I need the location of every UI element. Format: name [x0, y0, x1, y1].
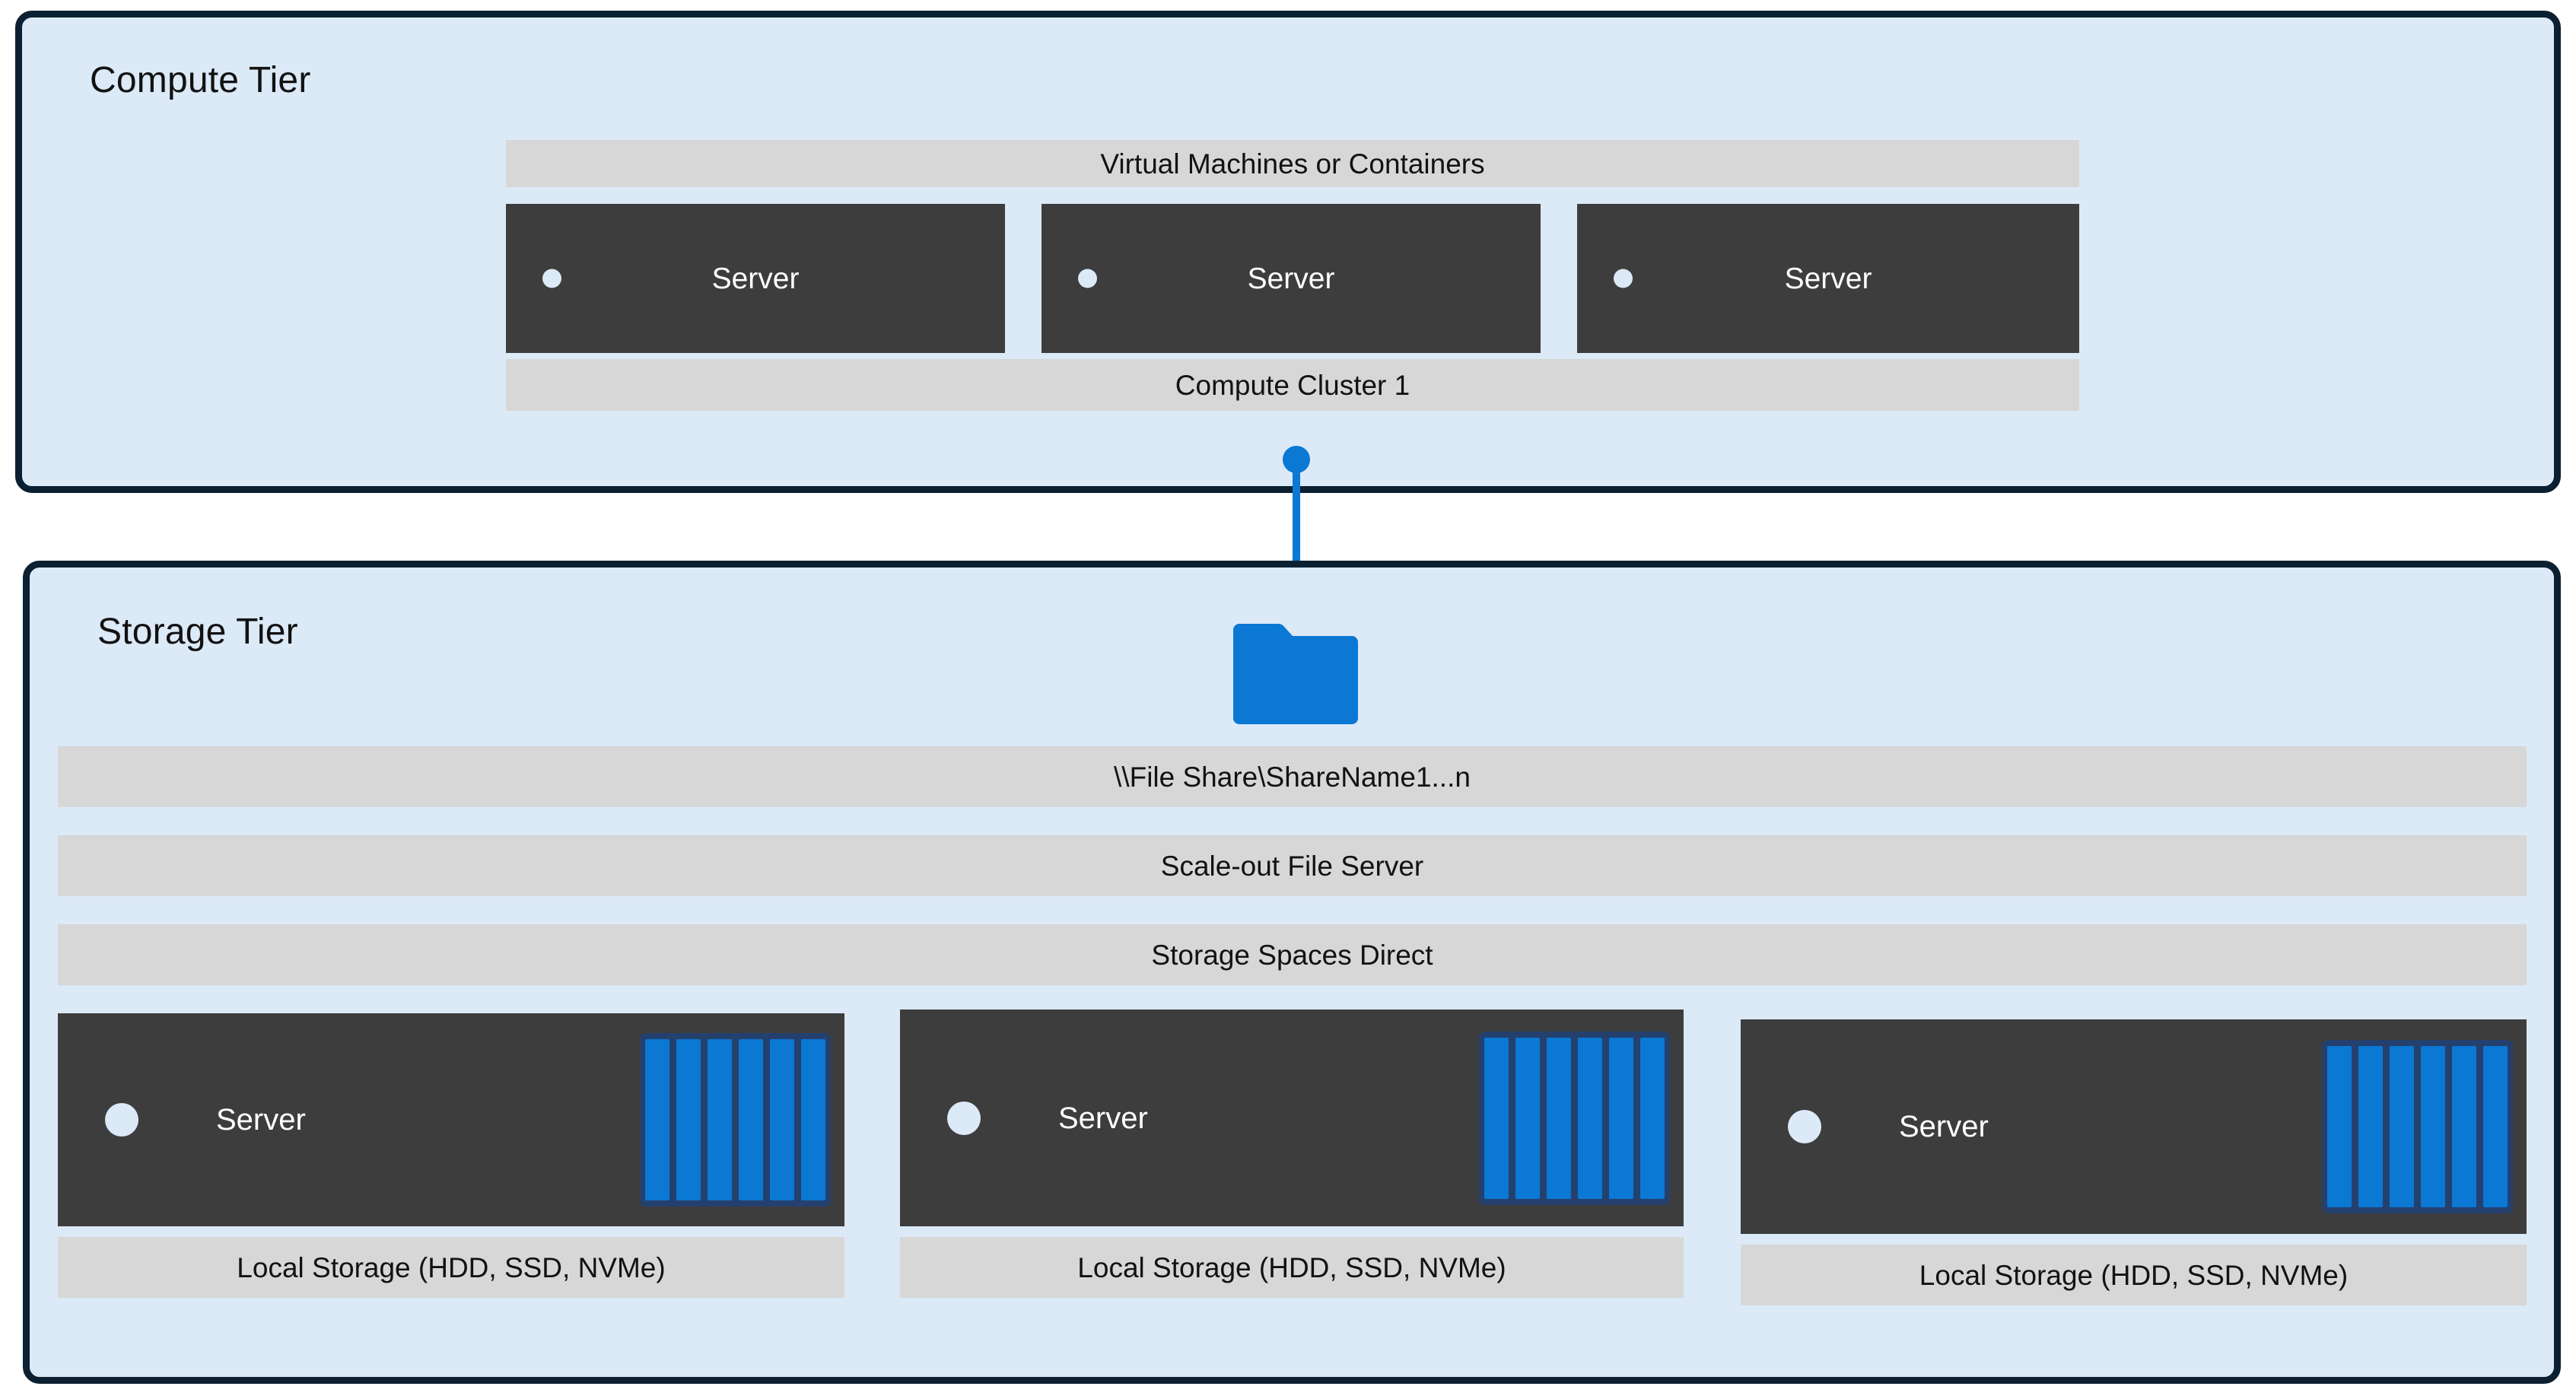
- disk-icon: [770, 1039, 794, 1200]
- file-share-band-label: \\File Share\ShareName1...n: [1114, 761, 1471, 793]
- storage-spaces-direct-band: Storage Spaces Direct: [58, 924, 2527, 985]
- scale-out-file-server-band: Scale-out File Server: [58, 835, 2527, 896]
- local-storage-band-3: Local Storage (HDD, SSD, NVMe): [1741, 1245, 2527, 1305]
- compute-server-2-label: Server: [1247, 262, 1335, 295]
- compute-server-2[interactable]: Server: [1042, 204, 1541, 353]
- storage-tier-title: Storage Tier: [97, 612, 298, 652]
- local-storage-band-2-label: Local Storage (HDD, SSD, NVMe): [1077, 1251, 1506, 1283]
- storage-server-3-label: Server: [1899, 1110, 1989, 1143]
- server-status-dot-icon: [947, 1101, 981, 1135]
- compute-server-3[interactable]: Server: [1577, 204, 2079, 353]
- disk-icon: [2390, 1046, 2414, 1207]
- disk-icon: [2358, 1046, 2383, 1207]
- disk-icon: [645, 1039, 669, 1200]
- disk-icon: [1578, 1037, 1602, 1199]
- file-share-band: \\File Share\ShareName1...n: [58, 746, 2527, 807]
- disk-array-2: [1479, 1031, 1670, 1205]
- compute-server-3-label: Server: [1784, 262, 1872, 295]
- disk-array-1: [640, 1033, 831, 1207]
- storage-server-3[interactable]: Server: [1741, 1019, 2527, 1234]
- storage-server-2-label: Server: [1058, 1101, 1148, 1135]
- disk-icon: [2483, 1046, 2508, 1207]
- disk-icon: [739, 1039, 763, 1200]
- disk-icon: [1547, 1037, 1571, 1199]
- storage-node-3: Server Local Storage (HDD, SSD, NVMe): [1741, 1019, 2527, 1305]
- disk-icon: [1640, 1037, 1665, 1199]
- local-storage-band-1-label: Local Storage (HDD, SSD, NVMe): [237, 1251, 666, 1283]
- local-storage-band-3-label: Local Storage (HDD, SSD, NVMe): [1919, 1259, 2349, 1291]
- disk-icon: [2421, 1046, 2445, 1207]
- storage-node-2: Server Local Storage (HDD, SSD, NVMe): [900, 1010, 1684, 1298]
- server-status-dot-icon: [1788, 1110, 1821, 1143]
- virtual-machines-band: Virtual Machines or Containers: [506, 140, 2079, 187]
- compute-server-1-label: Server: [711, 262, 800, 295]
- storage-server-1-label: Server: [216, 1103, 306, 1137]
- disk-icon: [2327, 1046, 2352, 1207]
- compute-tier-title: Compute Tier: [90, 60, 311, 100]
- server-status-dot-icon: [105, 1103, 138, 1137]
- server-status-dot-icon: [542, 269, 561, 288]
- local-storage-band-1: Local Storage (HDD, SSD, NVMe): [58, 1237, 844, 1298]
- storage-spaces-direct-band-label: Storage Spaces Direct: [1151, 939, 1433, 971]
- compute-server-1[interactable]: Server: [506, 204, 1005, 353]
- disk-array-3: [2322, 1040, 2513, 1213]
- server-status-dot-icon: [1078, 269, 1097, 288]
- virtual-machines-band-label: Virtual Machines or Containers: [1100, 148, 1485, 180]
- compute-cluster-band-label: Compute Cluster 1: [1175, 369, 1410, 401]
- disk-icon: [676, 1039, 701, 1200]
- disk-icon: [1609, 1037, 1633, 1199]
- folder-icon: [1227, 618, 1358, 724]
- disk-icon: [1515, 1037, 1540, 1199]
- disk-icon: [801, 1039, 825, 1200]
- storage-node-1: Server Local Storage (HDD, SSD, NVMe): [58, 1013, 844, 1298]
- disk-icon: [2452, 1046, 2476, 1207]
- disk-icon: [1484, 1037, 1509, 1199]
- storage-server-2[interactable]: Server: [900, 1010, 1684, 1226]
- local-storage-band-2: Local Storage (HDD, SSD, NVMe): [900, 1237, 1684, 1298]
- disk-icon: [708, 1039, 732, 1200]
- scale-out-file-server-band-label: Scale-out File Server: [1160, 850, 1424, 882]
- connector-line: [1293, 456, 1300, 615]
- compute-cluster-band: Compute Cluster 1: [506, 359, 2079, 411]
- server-status-dot-icon: [1614, 269, 1633, 288]
- storage-server-1[interactable]: Server: [58, 1013, 844, 1226]
